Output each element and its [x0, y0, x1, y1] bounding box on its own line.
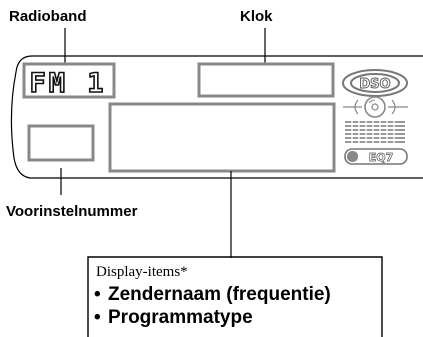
eq-bar-dividers	[351, 120, 395, 144]
eq-label: EQ7	[369, 151, 394, 164]
display-items-box	[108, 102, 336, 173]
band-box	[22, 62, 116, 99]
band-value: FM 1	[29, 68, 106, 99]
items-bullet-2: •	[94, 307, 101, 328]
eq-pill-left-fill	[347, 151, 358, 162]
disc-icon-hole	[371, 103, 379, 111]
clock-label: Klok	[240, 8, 273, 25]
disc-bracket-right	[391, 99, 396, 115]
eq-pill	[344, 148, 408, 165]
radioband-label: Radioband	[9, 8, 87, 25]
item-zendernaam: Zendernaam (frequentie)	[108, 284, 331, 305]
dso-ring-outer	[342, 69, 408, 97]
item-programmatype: Programmatype	[108, 307, 253, 328]
items-title: Display-items*	[96, 264, 188, 280]
items-description-box	[87, 256, 383, 337]
disc-icon-arc	[368, 99, 376, 104]
preset-label: Voorinstelnummer	[6, 203, 138, 220]
dso-ring-inner	[350, 73, 400, 93]
eq-bars	[345, 121, 405, 143]
indicator-panel: DSO EQ7	[342, 69, 408, 165]
items-bullet-1: •	[94, 284, 101, 305]
dso-label: DSO	[359, 77, 390, 92]
disc-bracket-left	[354, 99, 359, 115]
clock-box	[197, 62, 335, 98]
preset-box	[27, 124, 95, 162]
display-panel	[10, 55, 423, 179]
